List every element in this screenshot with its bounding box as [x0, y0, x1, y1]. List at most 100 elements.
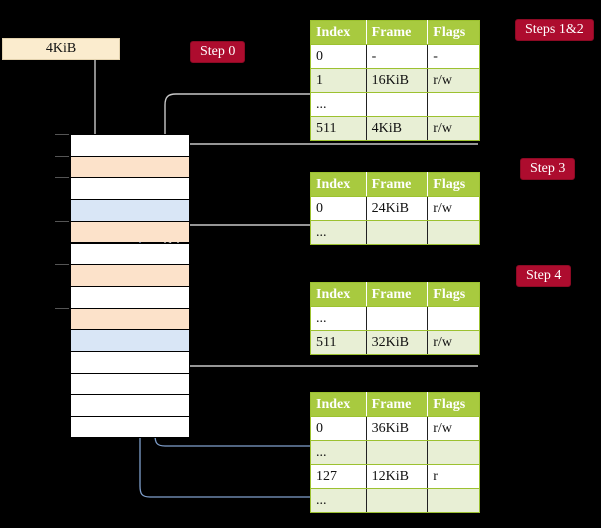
- memory-frame-row: [70, 307, 190, 330]
- table-cell: r/w: [427, 116, 480, 141]
- wire-table1-row1-to-memory: [164, 93, 478, 249]
- column-header-flags: Flags: [427, 20, 480, 45]
- table-cell: r/w: [427, 416, 480, 441]
- column-header-index: Index: [310, 392, 367, 417]
- table-cell: 1: [310, 68, 367, 93]
- badge-step-4: Step 4: [516, 265, 572, 287]
- badge-steps-1-2: Steps 1&2: [515, 19, 594, 41]
- table-cell: [365, 488, 429, 513]
- table-cell: 511: [310, 116, 367, 141]
- table-cell: [365, 306, 429, 331]
- wire-table4-row127-to-memory: [139, 206, 478, 498]
- memory-frame-row: [70, 177, 190, 200]
- table-cell: 4KiB: [365, 116, 429, 141]
- table-cell: 36KiB: [365, 416, 429, 441]
- table-cell: ...: [310, 92, 367, 117]
- memory-frame-row: [70, 264, 190, 286]
- column-header-frame: Frame: [365, 282, 429, 307]
- memory-frame-row: [70, 372, 190, 395]
- table-row: ...: [310, 488, 480, 513]
- badge-step-3: Step 3: [520, 158, 576, 180]
- table-row: ...: [310, 306, 480, 331]
- table-cell: ...: [310, 440, 367, 465]
- table-cell: [365, 220, 429, 245]
- table-cell: -: [427, 44, 480, 69]
- column-header-index: Index: [310, 282, 367, 307]
- column-header-frame: Frame: [365, 392, 429, 417]
- table-cell: [427, 488, 480, 513]
- table-cell: r/w: [427, 330, 480, 355]
- memory-frame-row: [70, 242, 190, 265]
- table-cell: 16KiB: [365, 68, 429, 93]
- source-frame-box: 4KiB: [2, 38, 120, 60]
- table-cell: [427, 220, 480, 245]
- table-cell: 0: [310, 44, 367, 69]
- table-cell: 32KiB: [365, 330, 429, 355]
- column-header-flags: Flags: [427, 392, 480, 417]
- memory-frame-row: [70, 155, 190, 178]
- memory-frame-row: [70, 394, 190, 417]
- memory-frame-row: [70, 199, 190, 221]
- table-cell: ...: [310, 306, 367, 331]
- badge-step-3-label: Step 3: [530, 161, 566, 176]
- badge-step-0-label: Step 0: [200, 44, 236, 59]
- table-cell: r/w: [427, 196, 480, 221]
- memory-frame-row: [70, 285, 190, 308]
- table-cell: 0: [310, 416, 367, 441]
- wire-table1-511-to-memory: [164, 143, 478, 157]
- table-row: ...: [310, 92, 480, 117]
- table-cell: 511: [310, 330, 367, 355]
- table-cell: 0: [310, 196, 367, 221]
- source-frame-label: 4KiB: [45, 41, 77, 56]
- column-header-frame: Frame: [365, 20, 429, 45]
- table-cell: 127: [310, 464, 367, 489]
- table-cell: 12KiB: [365, 464, 429, 489]
- column-header-index: Index: [310, 172, 367, 197]
- memory-frame-tick: [55, 307, 69, 309]
- badge-step-4-label: Step 4: [526, 268, 562, 283]
- table-cell: [365, 440, 429, 465]
- table-cell: r: [427, 464, 480, 489]
- column-header-index: Index: [310, 20, 367, 45]
- badge-steps-1-2-label: Steps 1&2: [525, 22, 584, 37]
- table-cell: -: [365, 44, 429, 69]
- table-cell: ...: [310, 488, 367, 513]
- badge-step-0: Step 0: [190, 41, 246, 63]
- table-cell: [427, 92, 480, 117]
- memory-frame-tick: [55, 177, 69, 179]
- table-row: ...: [310, 220, 480, 245]
- column-header-flags: Flags: [427, 282, 480, 307]
- table-row: 0--: [310, 44, 480, 69]
- memory-frame-tick: [55, 264, 69, 266]
- table-cell: 24KiB: [365, 196, 429, 221]
- memory-frame-row: [70, 329, 190, 351]
- table-cell: [427, 306, 480, 331]
- memory-frame-row: [70, 416, 190, 438]
- memory-frame-row: [70, 351, 190, 373]
- memory-frame-tick: [55, 220, 69, 222]
- column-header-flags: Flags: [427, 172, 480, 197]
- physical-memory-column: [55, 134, 190, 438]
- memory-frame-tick: [55, 155, 69, 157]
- memory-frame-row: [70, 134, 190, 156]
- table-cell: r/w: [427, 68, 480, 93]
- table-cell: [427, 440, 480, 465]
- table-row: ...: [310, 440, 480, 465]
- table-cell: [365, 92, 429, 117]
- table-cell: ...: [310, 220, 367, 245]
